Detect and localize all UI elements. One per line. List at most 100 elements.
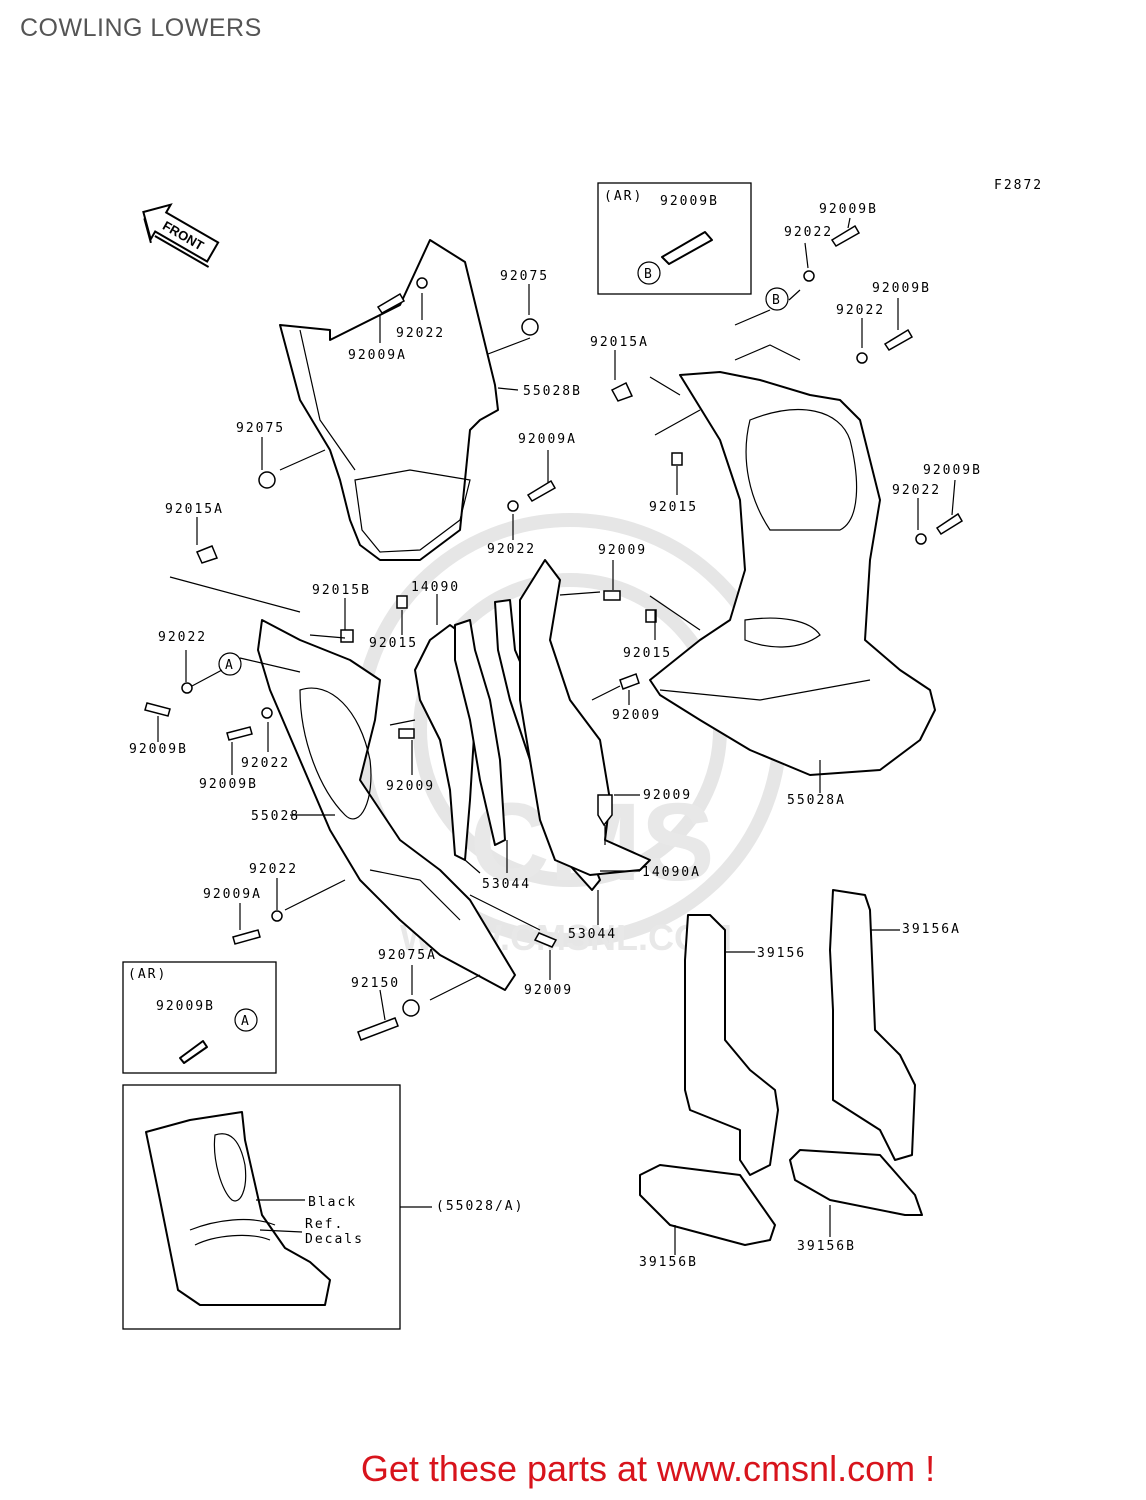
callout-a-circle <box>218 652 242 676</box>
label-55028b: 55028B <box>523 384 582 399</box>
bolt-92009-m1 <box>603 590 621 601</box>
page-title: COWLING LOWERS <box>20 14 262 42</box>
label-92009b-l1: 92009B <box>129 742 188 757</box>
inset-ref: Ref. <box>305 1217 344 1232</box>
ar-box-b-callout: B <box>644 267 654 282</box>
label-92009-m5: 92009 <box>524 983 573 998</box>
label-92022-l1: 92022 <box>158 630 207 645</box>
ar-box-b-header: (AR) <box>604 189 643 204</box>
label-92009b-r: 92009B <box>923 463 982 478</box>
bolt-92009-m5 <box>533 932 558 948</box>
ar-box-a-callout: A <box>241 1014 251 1029</box>
clip-92015-r1 <box>671 452 683 466</box>
label-92009-m1: 92009 <box>598 543 647 558</box>
inset-decals: Decals <box>305 1232 364 1247</box>
bolt-92015a-left <box>195 545 219 564</box>
ar-box-b-part: 92009B <box>660 194 719 209</box>
label-92009b-top1: 92009B <box>819 202 878 217</box>
label-92009-m2: 92009 <box>612 708 661 723</box>
label-92022-r: 92022 <box>892 483 941 498</box>
bolt-92150 <box>357 1017 399 1041</box>
footer-cta-link[interactable]: Get these parts at www.cmsnl.com ! <box>360 1448 936 1489</box>
bolt-92009b-l2 <box>226 726 253 741</box>
label-39156b-l: 39156B <box>639 1255 698 1270</box>
grommet-92075a <box>402 999 420 1017</box>
ar-box-a-part: 92009B <box>156 999 215 1014</box>
label-92015-r1: 92015 <box>649 500 698 515</box>
bolt-92009b-top2 <box>883 328 914 351</box>
bolt-92009-m2 <box>398 728 415 739</box>
ar-box-a-header: (AR) <box>128 967 167 982</box>
label-92009a-l: 92009A <box>203 887 262 902</box>
part-55028b <box>279 239 499 561</box>
label-55028a: 55028A <box>787 793 846 808</box>
callout-b-circle <box>765 287 789 311</box>
washer-l3 <box>271 910 283 922</box>
bolt-92009b-top1 <box>830 224 861 247</box>
grommet-92075-left <box>258 471 276 489</box>
part-39156b-right <box>789 1149 923 1216</box>
label-92022-l3: 92022 <box>249 862 298 877</box>
parts-diagram: CMS WWW.CMSNL.COM F2872 FRONT (AR) 92009… <box>122 178 1043 1330</box>
washer-top2 <box>803 270 815 282</box>
label-39156a: 39156A <box>902 922 961 937</box>
label-14090: 14090 <box>411 580 460 595</box>
label-53044-b: 53044 <box>568 927 617 942</box>
ar-box-b: (AR) 92009B B <box>597 182 752 295</box>
clip-92015-r2 <box>645 609 657 623</box>
label-92075-l: 92075 <box>236 421 285 436</box>
label-92022-a: 92022 <box>396 326 445 341</box>
label-53044-a: 53044 <box>482 877 531 892</box>
callout-b-main: B <box>772 293 782 308</box>
label-92022-top2: 92022 <box>836 303 885 318</box>
bolt-92009-m3 <box>619 673 640 690</box>
washer-l1 <box>181 682 193 694</box>
label-14090a: 14090A <box>642 865 701 880</box>
label-55028: 55028 <box>251 809 300 824</box>
label-92015b: 92015B <box>312 583 371 598</box>
bolt-92009-m4 <box>597 794 613 827</box>
label-92015-r2: 92015 <box>623 646 672 661</box>
washer-top3 <box>856 352 868 364</box>
leader-lines <box>157 217 956 1255</box>
washer-top1 <box>416 277 428 289</box>
label-92015a-l: 92015A <box>165 502 224 517</box>
label-39156b-r: 39156B <box>797 1239 856 1254</box>
figure-code: F2872 <box>994 178 1043 193</box>
label-92009-m3: 92009 <box>386 779 435 794</box>
label-92075-top: 92075 <box>500 269 549 284</box>
inset-black: Black <box>308 1195 357 1210</box>
washer-mid <box>507 500 519 512</box>
part-39156a <box>829 889 916 1161</box>
label-92022-b: 92022 <box>487 542 536 557</box>
label-92009b-l2: 92009B <box>199 777 258 792</box>
bolt-92009b-right <box>935 512 964 536</box>
part-55028a <box>649 371 936 776</box>
washer-l2 <box>261 707 273 719</box>
bolt-92009a-mid <box>526 479 557 502</box>
part-14090a <box>519 559 651 876</box>
front-arrow-icon: FRONT <box>142 203 220 268</box>
washer-right <box>915 533 927 545</box>
label-92150: 92150 <box>351 976 400 991</box>
part-55028 <box>257 619 516 991</box>
label-92009b-top2: 92009B <box>872 281 931 296</box>
ar-box-a: (AR) 92009B A <box>122 961 277 1074</box>
bolt-92009a-top <box>376 292 406 314</box>
label-92015a-r: 92015A <box>590 335 649 350</box>
label-92009a-a: 92009A <box>348 348 407 363</box>
inset-ref-part: (55028/A) <box>436 1199 524 1214</box>
clip-92015b <box>340 629 354 643</box>
inset-box: Black Ref. Decals (55028/A) <box>122 1084 524 1330</box>
part-53044-a <box>454 619 506 846</box>
label-92022-top1: 92022 <box>784 225 833 240</box>
grommet-92075-top <box>521 318 539 336</box>
bolt-92009a-l <box>232 929 261 945</box>
label-92075a: 92075A <box>378 948 437 963</box>
part-39156b-left <box>639 1164 776 1246</box>
fastener-icons <box>144 224 964 1041</box>
label-92022-l2: 92022 <box>241 756 290 771</box>
label-92009-m4: 92009 <box>643 788 692 803</box>
label-92015-m: 92015 <box>369 636 418 651</box>
clip-92015-m <box>396 595 408 609</box>
